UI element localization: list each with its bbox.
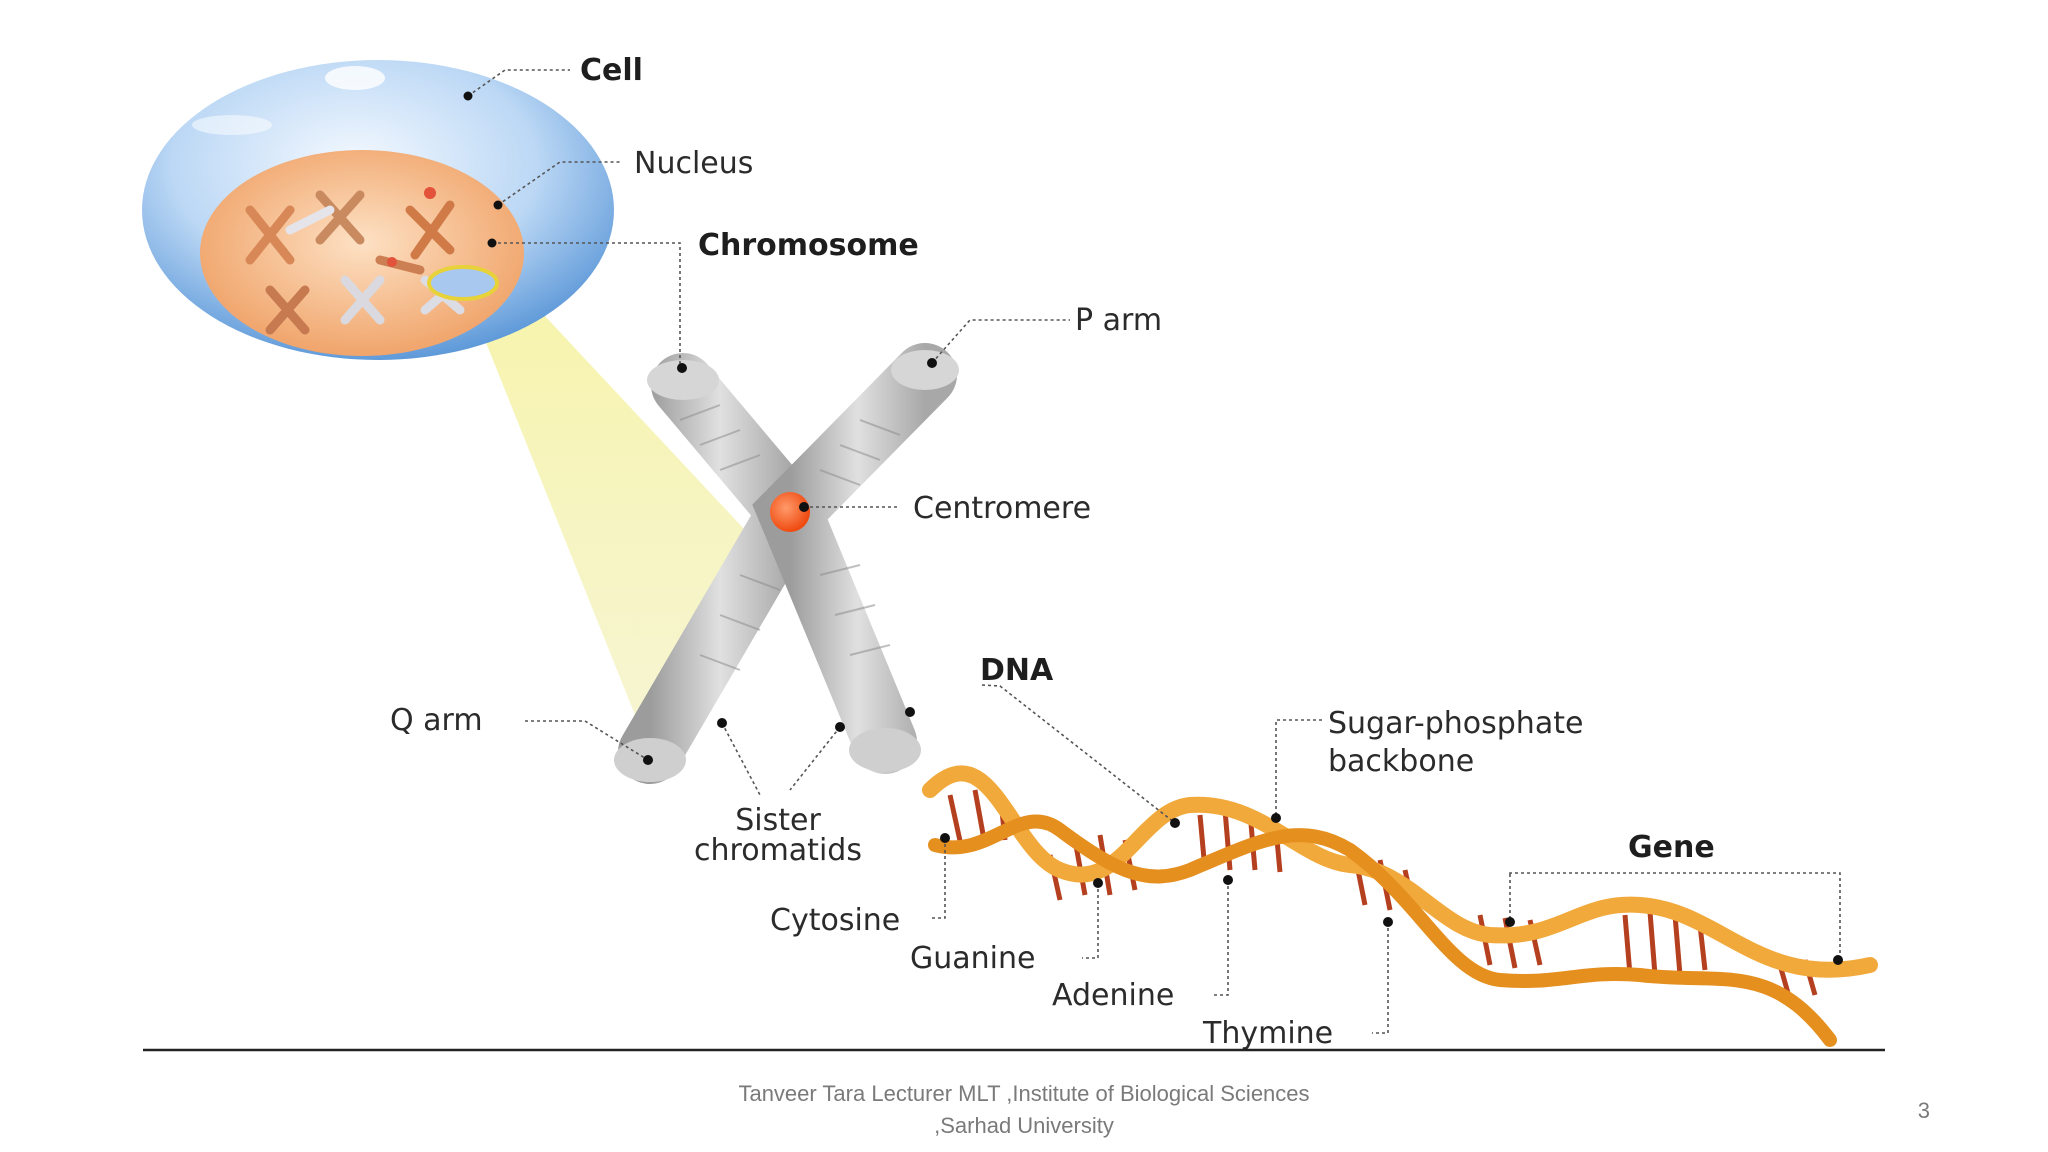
label-thymine: Thymine bbox=[1202, 1016, 1333, 1051]
label-p-arm: P arm bbox=[1075, 303, 1162, 338]
label-sister-chromatids-line1: Sister bbox=[735, 803, 821, 838]
label-sugar-phosphate-line2: backbone bbox=[1328, 744, 1474, 779]
dna-helix-illustration bbox=[922, 765, 1878, 1047]
slide-footer: Tanveer Tara Lecturer MLT ,Institute of … bbox=[674, 1078, 1374, 1142]
zoom-beam bbox=[465, 268, 745, 765]
footer-line-2: ,Sarhad University bbox=[934, 1113, 1114, 1138]
label-nucleus: Nucleus bbox=[634, 146, 753, 181]
centromere-illustration bbox=[770, 492, 810, 532]
label-sugar-phosphate-line1: Sugar-phosphate bbox=[1328, 706, 1583, 741]
label-guanine: Guanine bbox=[910, 941, 1035, 976]
label-q-arm: Q arm bbox=[390, 703, 483, 738]
footer-line-1: Tanveer Tara Lecturer MLT ,Institute of … bbox=[738, 1081, 1310, 1106]
label-dots bbox=[463, 91, 1843, 965]
label-cell: Cell bbox=[580, 53, 643, 88]
chromosome-illustration bbox=[614, 343, 959, 784]
nucleus-illustration bbox=[200, 150, 524, 356]
page-number: 3 bbox=[1917, 1098, 1930, 1123]
label-chromosome: Chromosome bbox=[698, 228, 919, 263]
label-dna: DNA bbox=[980, 653, 1054, 688]
label-gene: Gene bbox=[1628, 830, 1715, 865]
label-sister-chromatids-line2: chromatids bbox=[694, 833, 862, 868]
label-cytosine: Cytosine bbox=[770, 903, 900, 938]
label-adenine: Adenine bbox=[1052, 978, 1174, 1013]
leader-lines bbox=[467, 69, 1841, 1034]
cell-illustration bbox=[142, 60, 614, 360]
label-centromere: Centromere bbox=[913, 491, 1091, 526]
